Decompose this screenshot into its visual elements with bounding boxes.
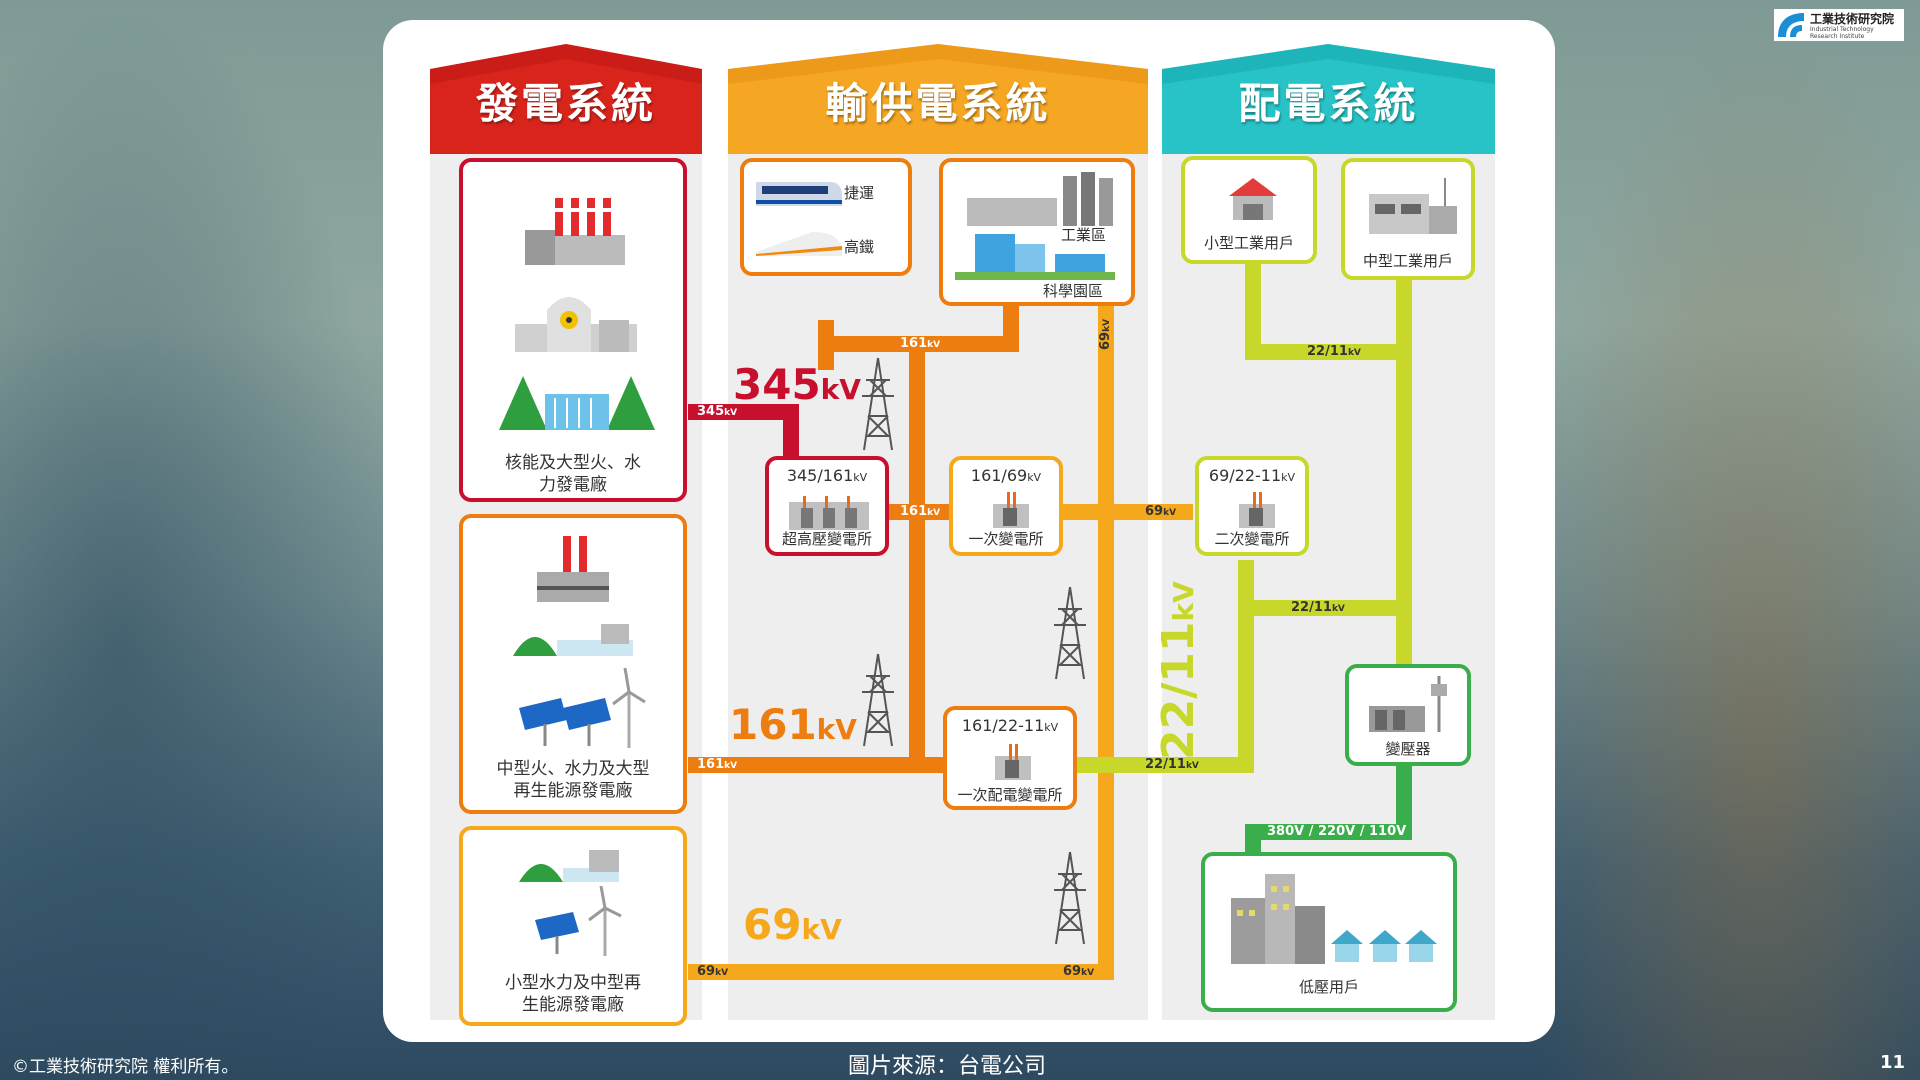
label-22-11kv-primary: 22/11kV bbox=[1145, 757, 1199, 772]
transmission-title: 輸供電系統 bbox=[728, 70, 1148, 131]
low-voltage-users-label: 低壓用戶 bbox=[1205, 976, 1453, 997]
large-power-plants-label: 核能及大型火、水力發電廠 bbox=[463, 452, 683, 496]
secondary-substation-name: 二次變電所 bbox=[1199, 528, 1305, 549]
line-22-11kv-right bbox=[1396, 275, 1412, 690]
mrt-train-icon bbox=[754, 174, 844, 214]
substation-icon bbox=[787, 490, 871, 530]
hsr-label: 高鐵 bbox=[844, 236, 874, 257]
label-161kv-bottom: 161kV bbox=[697, 757, 737, 772]
transmission-header: 輸供電系統 bbox=[728, 44, 1148, 154]
solar-wind-icon bbox=[517, 668, 647, 750]
medium-factory-icon bbox=[1365, 174, 1461, 236]
hsr-train-icon bbox=[754, 226, 844, 260]
line-161kv-trunk bbox=[909, 336, 925, 772]
small-power-plants-label: 小型水力及中型再生能源發電廠 bbox=[463, 972, 683, 1016]
label-345kv-small: 345kV bbox=[697, 404, 737, 419]
label-161kv-mid: 161kV bbox=[900, 504, 940, 519]
hydro-dam-icon bbox=[499, 372, 655, 432]
label-22-11kv-lower: 22/11kV bbox=[1291, 600, 1345, 615]
line-69kv-bottom bbox=[688, 964, 1114, 980]
background-right bbox=[1520, 0, 1920, 1080]
thermal-plant-icon bbox=[533, 528, 613, 604]
mrt-hsr-box: 捷運 高鐵 bbox=[740, 158, 912, 276]
secondary-substation-voltage: 69/22-11kV bbox=[1199, 466, 1305, 485]
medium-power-plants-box: 中型火、水力及大型再生能源發電廠 bbox=[459, 514, 687, 814]
label-69kv-bottom-right: 69kV bbox=[1063, 964, 1094, 979]
science-park-icon bbox=[955, 224, 1115, 280]
label-low-voltage: 380V / 220V / 110V bbox=[1267, 824, 1406, 839]
transformer-icon bbox=[1367, 672, 1457, 734]
medium-industrial-box: 中型工業用戶 bbox=[1341, 158, 1475, 280]
ehv-substation-box: 345/161kV 超高壓變電所 bbox=[765, 456, 889, 556]
primary-distribution-voltage: 161/22-11kV bbox=[947, 716, 1073, 735]
small-factory-icon bbox=[1225, 172, 1281, 222]
science-park-label: 科學園區 bbox=[1043, 280, 1103, 301]
itri-logo-english: Industrial Technology Research Institute bbox=[1810, 26, 1900, 40]
tower-icon bbox=[856, 356, 900, 452]
substation-icon bbox=[1237, 488, 1277, 528]
tower-icon bbox=[1048, 850, 1092, 946]
buildings-icon bbox=[1227, 870, 1437, 966]
primary-distribution-substation-box: 161/22-11kV 一次配電變電所 bbox=[943, 706, 1077, 810]
small-industrial-box: 小型工業用戶 bbox=[1181, 156, 1317, 264]
tower-icon bbox=[1048, 585, 1092, 681]
large-power-plants-box: 核能及大型火、水力發電廠 bbox=[459, 158, 687, 502]
line-161kv-top-r bbox=[1003, 300, 1019, 352]
low-voltage-users-box: 低壓用戶 bbox=[1201, 852, 1457, 1012]
distribution-title: 配電系統 bbox=[1162, 70, 1495, 131]
solar-wind-icon bbox=[533, 886, 623, 956]
transformer-label: 變壓器 bbox=[1349, 738, 1467, 759]
generation-title: 發電系統 bbox=[430, 70, 702, 131]
hydro-plant-icon bbox=[519, 844, 623, 884]
substation-icon bbox=[991, 488, 1031, 528]
page-number: 11 bbox=[1880, 1052, 1905, 1073]
nuclear-plant-icon bbox=[511, 280, 641, 356]
thermal-plant-icon bbox=[515, 180, 635, 270]
substation-icon bbox=[993, 740, 1033, 780]
diagram-panel: 發電系統 輸供電系統 配電系統 bbox=[383, 20, 1555, 1042]
big-22-11kv-label: 22/11kV bbox=[1153, 581, 1204, 760]
primary-substation-voltage: 161/69kV bbox=[953, 466, 1059, 485]
big-69kv-label: 69kV bbox=[743, 900, 842, 949]
label-22-11kv-top: 22/11kV bbox=[1307, 344, 1361, 359]
itri-logo-name: 工業技術研究院 bbox=[1810, 10, 1894, 27]
label-161kv-top: 161kV bbox=[900, 336, 940, 351]
ehv-substation-voltage: 345/161kV bbox=[769, 466, 885, 485]
tower-icon bbox=[856, 652, 900, 748]
itri-logo-icon bbox=[1774, 9, 1806, 41]
secondary-substation-box: 69/22-11kV 二次變電所 bbox=[1195, 456, 1309, 556]
ehv-substation-name: 超高壓變電所 bbox=[769, 528, 885, 549]
line-345kv-drop bbox=[783, 404, 799, 464]
medium-industrial-label: 中型工業用戶 bbox=[1345, 250, 1471, 271]
label-69kv-vertical: 69kV bbox=[1098, 319, 1113, 350]
primary-substation-box: 161/69kV 一次變電所 bbox=[949, 456, 1063, 556]
source-text: 圖片來源：台電公司 bbox=[848, 1048, 1046, 1080]
medium-power-plants-label: 中型火、水力及大型再生能源發電廠 bbox=[463, 758, 683, 802]
label-69kv-mid: 69kV bbox=[1145, 504, 1176, 519]
line-22-11kv-up bbox=[1238, 560, 1254, 773]
hydro-plant-icon bbox=[513, 618, 637, 658]
mrt-label: 捷運 bbox=[844, 182, 874, 203]
industrial-science-box: 工業區 科學園區 bbox=[939, 158, 1135, 306]
big-345kv-label: 345kV bbox=[733, 360, 861, 409]
small-power-plants-box: 小型水力及中型再生能源發電廠 bbox=[459, 826, 687, 1026]
itri-logo: 工業技術研究院 Industrial Technology Research I… bbox=[1774, 9, 1904, 41]
transformer-box: 變壓器 bbox=[1345, 664, 1471, 766]
primary-substation-name: 一次變電所 bbox=[953, 528, 1059, 549]
copyright-text: ©工業技術研究院 權利所有。 bbox=[12, 1052, 238, 1077]
label-69kv-bottom-left: 69kV bbox=[697, 964, 728, 979]
distribution-header: 配電系統 bbox=[1162, 44, 1495, 154]
big-161kv-label: 161kV bbox=[729, 700, 857, 749]
background-left bbox=[0, 0, 400, 1080]
generation-header: 發電系統 bbox=[430, 44, 702, 154]
line-69kv-vertical bbox=[1098, 300, 1114, 980]
industrial-zone-icon bbox=[963, 168, 1123, 228]
primary-distribution-name: 一次配電變電所 bbox=[947, 784, 1073, 805]
small-industrial-label: 小型工業用戶 bbox=[1185, 232, 1313, 253]
